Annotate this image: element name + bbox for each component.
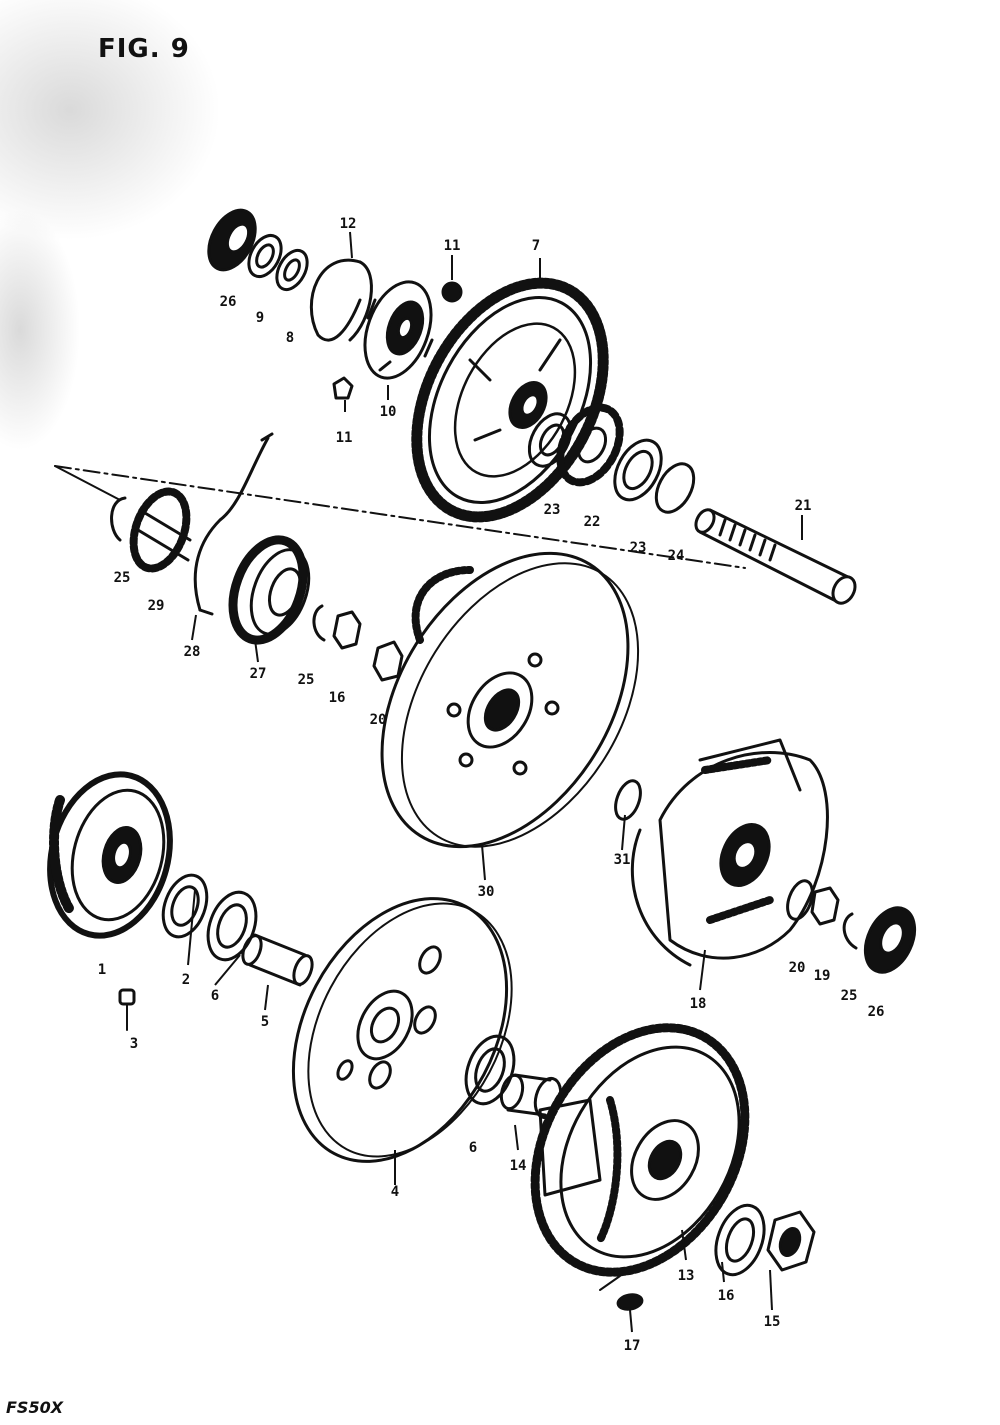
callout-15: 15 [763, 1314, 781, 1330]
callout-30: 30 [477, 884, 495, 900]
callout-2: 2 [181, 972, 191, 988]
callout-8: 8 [285, 330, 295, 346]
callout-16: 16 [717, 1288, 735, 1304]
callout-11: 11 [335, 430, 353, 446]
part-26-bearing-top [207, 208, 257, 272]
figure-title: FIG. 9 [98, 34, 190, 64]
model-code: FS50X [6, 1398, 64, 1417]
part-7-large-gear [411, 277, 609, 523]
part-25-circlip-mid [312, 604, 326, 642]
part-4-drum [291, 897, 513, 1163]
callout-25: 25 [297, 672, 315, 688]
callout-31: 31 [613, 852, 631, 868]
part-21-shaft [694, 508, 857, 605]
part-29-spiral-gear [129, 487, 192, 573]
part-8-washer [275, 248, 309, 292]
callout-5: 5 [260, 1014, 270, 1030]
part-2-washer [161, 873, 209, 939]
callout-26: 26 [219, 294, 237, 310]
callout-18: 18 [689, 996, 707, 1012]
callout-12: 12 [339, 216, 357, 232]
callout-27: 27 [249, 666, 267, 682]
scan-noise [0, 0, 220, 450]
part-27-ratchet-gear [228, 535, 311, 645]
callout-1: 1 [97, 962, 107, 978]
part-10-drive-plate [363, 280, 434, 380]
callout-9: 9 [255, 310, 265, 326]
axis-line [54, 465, 746, 569]
part-3-key [118, 988, 136, 1031]
part-16-washer-bottom [714, 1203, 766, 1277]
part-11-nut-bottom [332, 376, 354, 400]
part-12-ring [309, 258, 373, 342]
callout-19: 19 [813, 968, 831, 984]
callout-23: 23 [629, 540, 647, 556]
callout-23: 23 [543, 502, 561, 518]
leader-lines [187, 231, 803, 1333]
part-20-washer-right [786, 879, 814, 921]
part-20-washer-mid [372, 640, 404, 682]
callout-25: 25 [113, 570, 131, 586]
callout-6: 6 [210, 988, 220, 1004]
callout-17: 17 [623, 1338, 641, 1354]
part-30-clutch-drum [380, 551, 640, 849]
part-11-nut-top [441, 281, 463, 303]
axis-leader [54, 465, 121, 501]
part-24-washer [654, 462, 696, 514]
callout-29: 29 [147, 598, 165, 614]
part-25-circlip-left [110, 496, 127, 542]
callout-25: 25 [840, 988, 858, 1004]
part-6-washer-left [206, 890, 258, 962]
callout-10: 10 [379, 404, 397, 420]
part-17-key [599, 1275, 644, 1311]
callout-24: 24 [667, 548, 685, 564]
callout-14: 14 [509, 1158, 527, 1174]
part-26-bearing-right [863, 906, 917, 974]
part-19-washer [810, 886, 840, 926]
callout-4: 4 [390, 1184, 400, 1200]
part-15-nut [766, 1210, 816, 1272]
part-18-clutch-shoe-assembly [630, 738, 829, 967]
callout-3: 3 [129, 1036, 139, 1052]
callout-6: 6 [468, 1140, 478, 1156]
callout-21: 21 [794, 498, 812, 514]
callout-28: 28 [183, 644, 201, 660]
part-1-pulley [47, 771, 173, 939]
part-22-sprocket [556, 403, 624, 487]
part-31-ring [614, 779, 642, 821]
part-23-washer-right [613, 438, 663, 502]
callout-16: 16 [328, 690, 346, 706]
callout-22: 22 [583, 514, 601, 530]
callout-13: 13 [677, 1268, 695, 1284]
callout-26: 26 [867, 1004, 885, 1020]
callout-20: 20 [788, 960, 806, 976]
callout-20: 20 [369, 712, 387, 728]
part-5-sleeve [241, 933, 314, 987]
callout-7: 7 [531, 238, 541, 254]
part-25-circlip-right [842, 912, 858, 950]
part-9-washer [247, 233, 283, 279]
part-13-driven-gear [530, 1023, 750, 1277]
callout-11: 11 [443, 238, 461, 254]
part-28-spring [193, 432, 274, 616]
part-16-washer-mid [332, 610, 362, 650]
